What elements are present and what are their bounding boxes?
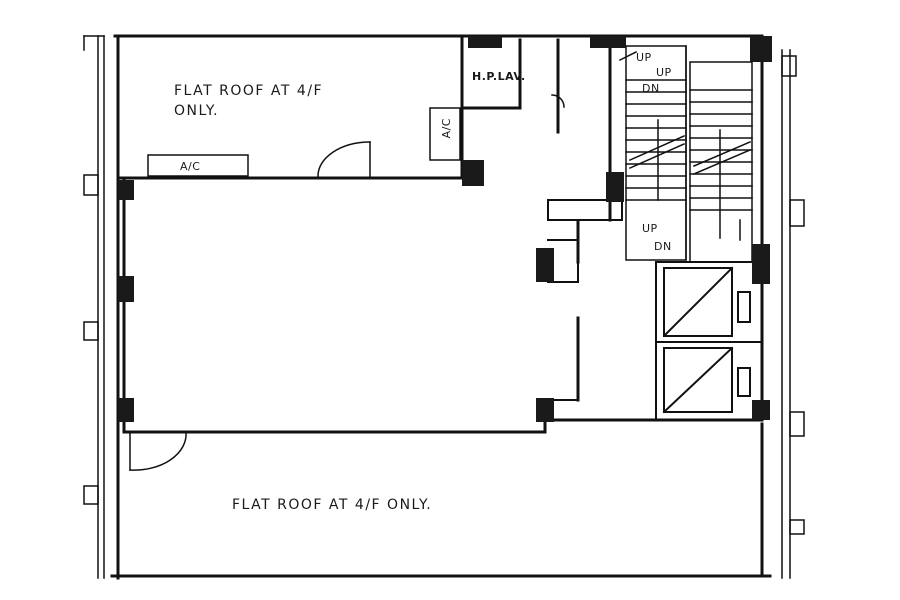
ac-unit-horizontal [147, 154, 249, 177]
corridor-partition [547, 199, 623, 411]
stair-down-label: DN [654, 240, 672, 253]
staircase [618, 45, 753, 263]
interior-wall [118, 36, 762, 434]
ac-label-horizontal: A/C [180, 160, 201, 173]
structural-column [118, 36, 772, 422]
facade-bump [83, 55, 805, 535]
ac-label-vertical: A/C [440, 118, 453, 139]
roof-label-bottom: FLAT ROOF AT 4/F ONLY. [232, 497, 433, 513]
roof-label-top-line1: FLAT ROOF AT 4/F [174, 83, 324, 99]
stair-up-label: UP [642, 222, 658, 235]
lift-shaft [655, 261, 761, 421]
hp-lav-label: H.P.LAV. [472, 70, 526, 83]
roof-label-top-line2: ONLY. [174, 103, 220, 119]
ac-unit-vertical [429, 107, 461, 161]
outer-wall [110, 34, 772, 580]
stair-up-label: UP [656, 66, 672, 79]
stair-down-label: DN [642, 82, 660, 95]
door-swing [129, 94, 565, 471]
stair-up-label: UP [636, 51, 652, 64]
